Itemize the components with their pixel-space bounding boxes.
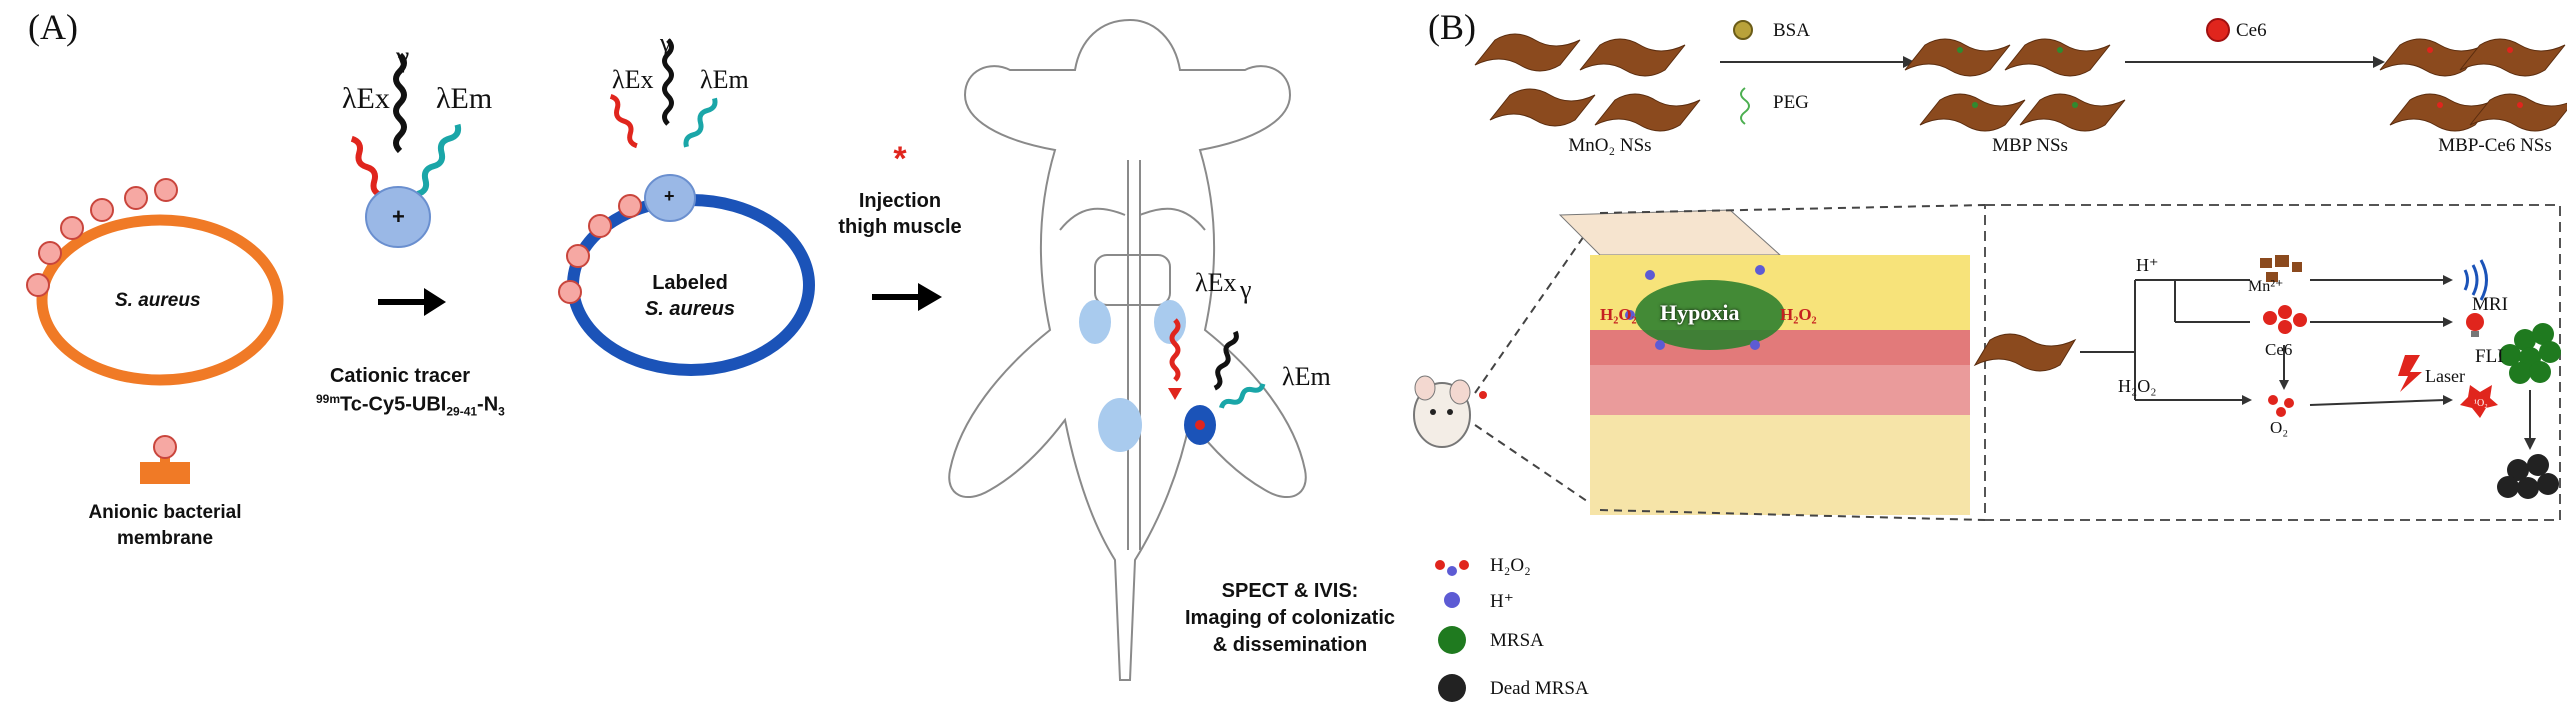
lambda-em-label-3: λEm — [1282, 362, 1331, 391]
positive-charge: + — [392, 204, 405, 229]
o2-icon — [2268, 395, 2294, 417]
mbp-label: MBP NSs — [1992, 135, 2068, 156]
panel-b-diagram — [1413, 18, 2567, 702]
gamma-label: γ — [396, 40, 410, 73]
tissue-section — [1558, 209, 1970, 515]
legend-mrsa-icon — [1438, 626, 1466, 654]
tracer-name: 99mTc-Cy5-UBI29-41-N3 — [316, 392, 505, 419]
singlet-oxygen-icon — [2460, 385, 2498, 418]
panel-a-label: (A) — [28, 7, 78, 47]
tracer-bound — [609, 38, 718, 222]
positive-charge-2: + — [664, 186, 675, 206]
organ-left — [1079, 300, 1111, 344]
tracer-title: Cationic tracer — [329, 365, 471, 387]
legend-hplus-icon — [1444, 592, 1460, 608]
arrow-1 — [378, 288, 446, 316]
lambda-em-label: λEm — [436, 82, 493, 115]
mno2-label: MnO₂ NSs — [1568, 135, 1652, 156]
h2o2-right-label: H₂O₂ — [1780, 305, 1817, 324]
s-aureus-cell — [36, 214, 284, 386]
hypoxia-label: Hypoxia — [1660, 300, 1740, 325]
dead-mrsa-cluster-icon — [2497, 454, 2559, 499]
mbp-ce6-sheets — [2379, 38, 2567, 132]
legend-hplus-label: H⁺ — [1490, 591, 1514, 612]
peg-label: PEG — [1773, 92, 1809, 113]
mn2-label: Mn²⁺ — [2248, 278, 2284, 295]
negative-charges-labeled — [558, 194, 642, 304]
h2o2-left-label: H₂O₂ — [1600, 305, 1637, 324]
legend-dead-mrsa-icon — [1438, 674, 1466, 702]
laser-label: Laser — [2425, 366, 2465, 386]
legend-h2o2-icon — [1435, 560, 1469, 576]
membrane-icon — [140, 462, 190, 484]
lambda-ex-label: λEx — [342, 82, 390, 115]
mbp-sheets — [1904, 38, 2126, 132]
imaging-label: SPECT & IVIS:Imaging of colonizatic& dis… — [1184, 580, 1395, 656]
organ-right — [1154, 300, 1186, 344]
ce6-label: Ce6 — [2236, 20, 2267, 41]
ce6-small-label: Ce6 — [2265, 340, 2293, 359]
mno2-sheets — [1474, 33, 1701, 132]
o2-label: O₂ — [2270, 418, 2289, 437]
mri-label: MRI — [2472, 294, 2508, 315]
lambda-ex-label-2: λEx — [612, 65, 654, 94]
bacterium-label: S. aureus — [115, 290, 201, 311]
mrsa-cluster-icon — [2499, 323, 2561, 384]
injection-star: * — [893, 140, 907, 178]
arrow-2 — [872, 283, 942, 311]
singlet-oxygen-label: ¹O₂ — [2474, 398, 2488, 409]
mri-signal-icon — [2463, 259, 2488, 301]
peg-icon — [1740, 87, 1750, 125]
organ-bladder — [1098, 398, 1142, 452]
bsa-label: BSA — [1773, 20, 1810, 41]
mouse-head-icon — [1413, 375, 1487, 448]
mn2-icon — [2260, 255, 2302, 282]
gamma-label-2: γ — [660, 28, 672, 57]
panel-b-label: (B) — [1428, 7, 1476, 47]
h-plus-icons — [1625, 265, 1765, 350]
mbp-ce6-label: MBP-Ce6 NSs — [2438, 135, 2552, 156]
legend-dead-mrsa-label: Dead MRSA — [1490, 678, 1589, 699]
bsa-icon — [1733, 20, 1753, 40]
legend-mrsa-label: MRSA — [1490, 630, 1544, 651]
laser-icon — [2398, 355, 2422, 392]
tracer-diagram — [350, 52, 462, 248]
mechanism-box — [1984, 204, 2561, 521]
gamma-label-3: γ — [1240, 275, 1252, 304]
legend-h2o2-label: H₂O₂ — [1490, 555, 1531, 576]
mbp-ce6-sheet-small — [1973, 333, 2077, 372]
h-plus-label: H⁺ — [2136, 255, 2159, 275]
h2o2-label: H₂O₂ — [2118, 376, 2157, 396]
lambda-em-label-2: λEm — [700, 65, 749, 94]
lambda-ex-label-3: λEx — [1195, 268, 1237, 297]
infection-signals — [1168, 318, 1266, 409]
negative-charges-left — [26, 178, 178, 297]
fli-label: FLI — [2475, 346, 2504, 367]
ce6-cluster-icon — [2263, 305, 2307, 334]
ce6-icon — [2206, 18, 2230, 42]
fli-bulb-icon — [2466, 313, 2484, 337]
panel-a-diagram — [26, 18, 1307, 681]
membrane-legend-label: Anionic bacterial membrane — [88, 502, 242, 549]
mouse-outline — [948, 18, 1307, 681]
